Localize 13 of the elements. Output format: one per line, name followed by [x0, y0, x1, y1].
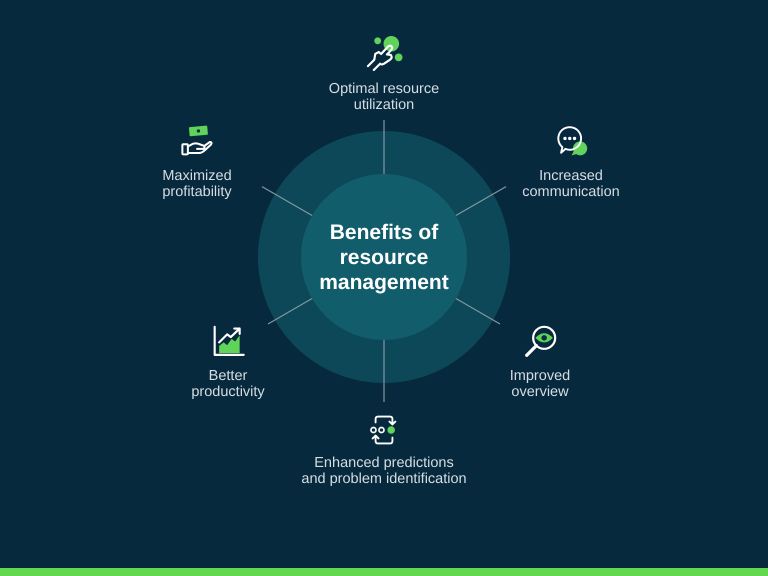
connector-line [456, 298, 500, 325]
hub-title: Benefits of resource management [319, 220, 449, 294]
benefit-label: Enhanced predictions and problem identification [301, 455, 467, 487]
connector-line [383, 340, 385, 402]
connector-line [456, 186, 506, 216]
connector-line [383, 120, 385, 174]
benefit-label: Better productivity [191, 368, 265, 400]
benefit-label: Optimal resource utilization [328, 81, 440, 113]
connector-line [262, 186, 312, 216]
benefit-label: Improved overview [510, 368, 570, 400]
benefit-label: Maximized profitability [162, 168, 232, 200]
benefit-label: Increased communication [522, 168, 620, 200]
connector-line [268, 298, 312, 325]
